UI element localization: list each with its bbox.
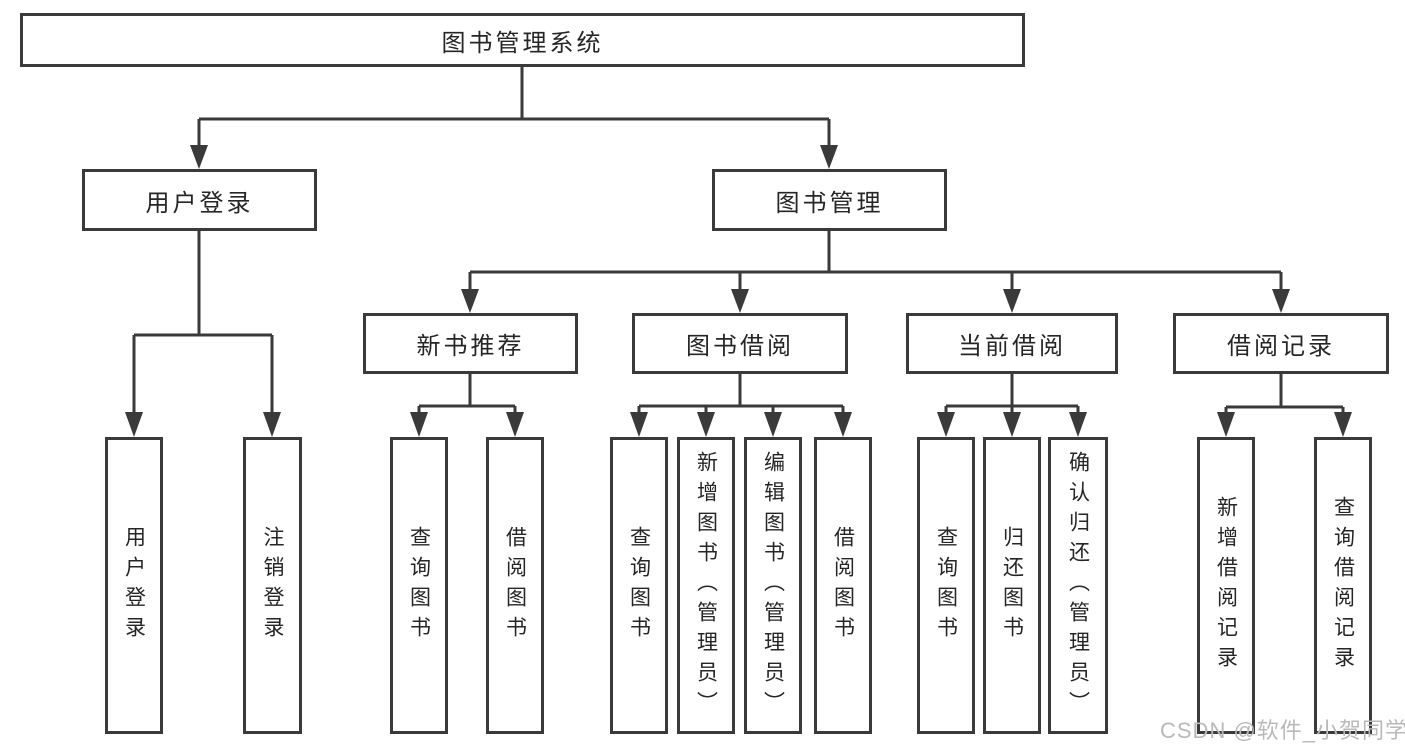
- node-leaf-add-borrow-record: 新增借阅记录: [1197, 437, 1255, 734]
- node-leaf-query-book-borrow: 查询图书: [610, 437, 668, 734]
- arrow-icon: [630, 412, 648, 437]
- node-leaf-query-book-rec: 查询图书: [390, 437, 448, 734]
- connector-book-borrow-to-leaves: [637, 374, 845, 416]
- arrow-icon: [506, 412, 524, 437]
- arrow-icon: [697, 412, 715, 437]
- arrow-icon: [834, 412, 852, 437]
- arrow-icon: [1217, 412, 1235, 437]
- arrow-icon: [263, 412, 281, 437]
- arrow-icon: [1003, 289, 1021, 313]
- arrow-icon: [820, 145, 838, 169]
- node-leaf-edit-book-admin: 编辑图书（管理员）: [744, 437, 802, 734]
- node-leaf-confirm-return-admin: 确认归还（管理员）: [1048, 437, 1108, 734]
- connector-new-book-rec-to-leaves: [417, 374, 517, 416]
- node-leaf-borrow-book-rec: 借阅图书: [486, 437, 544, 734]
- arrow-icon: [1003, 412, 1021, 437]
- node-borrow-records: 借阅记录: [1173, 313, 1389, 374]
- node-current-borrow: 当前借阅: [906, 313, 1118, 374]
- node-leaf-add-book-admin: 新增图书（管理员）: [677, 437, 735, 734]
- node-leaf-user-login: 用户登录: [105, 437, 163, 734]
- connector-borrow-records-to-leaves: [1224, 374, 1345, 416]
- arrow-icon: [731, 289, 749, 313]
- arrow-icon: [1334, 412, 1352, 437]
- arrow-icon: [1069, 412, 1087, 437]
- arrow-icon: [125, 412, 143, 437]
- node-user-login: 用户登录: [82, 169, 317, 231]
- node-book-borrow: 图书借阅: [632, 313, 848, 374]
- node-new-book-rec: 新书推荐: [363, 313, 578, 374]
- arrow-icon: [190, 145, 208, 169]
- node-leaf-return-book: 归还图书: [983, 437, 1041, 734]
- connector-book-mgmt-to-level3: [468, 231, 1283, 292]
- connector-root-to-level2: [197, 67, 831, 148]
- arrow-icon: [937, 412, 955, 437]
- node-book-mgmt: 图书管理: [712, 169, 947, 231]
- node-leaf-query-book-current: 查询图书: [917, 437, 975, 734]
- node-root: 图书管理系统: [20, 13, 1025, 67]
- node-leaf-query-borrow-record: 查询借阅记录: [1314, 437, 1372, 734]
- arrow-icon: [764, 412, 782, 437]
- connector-current-borrow-to-leaves: [944, 374, 1080, 416]
- arrow-icon: [461, 289, 479, 313]
- node-leaf-borrow-book-borrow: 借阅图书: [814, 437, 872, 734]
- arrow-icon: [410, 412, 428, 437]
- arrow-icon: [1272, 289, 1290, 313]
- connector-user-login-to-leaves: [132, 231, 274, 416]
- node-leaf-logout: 注销登录: [243, 437, 302, 734]
- watermark: CSDN @软件_小贺同学: [1160, 718, 1405, 743]
